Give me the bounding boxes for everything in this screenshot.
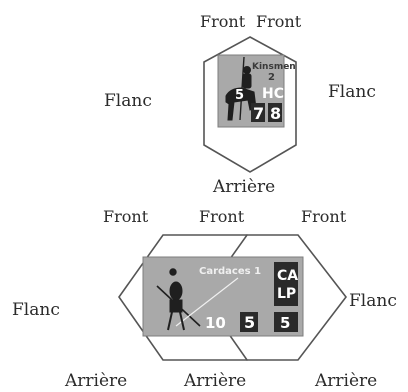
counter-value-3-box — [274, 312, 298, 332]
counter-value-2-box — [240, 312, 258, 332]
label-flank-left: Flanc — [12, 300, 60, 320]
counter-box-right — [268, 103, 282, 122]
label-front-left: Front — [103, 207, 149, 226]
label-flank-left: Flanc — [104, 91, 152, 111]
counter-value-2: 5 — [244, 313, 255, 332]
label-rear-middle: Arrière — [183, 371, 246, 391]
counter-value-3: 5 — [280, 314, 290, 332]
counter-type-line2: LP — [277, 286, 296, 302]
counter-bottom-right-value: 8 — [270, 104, 281, 123]
label-flank-right: Flanc — [349, 291, 397, 311]
counter-value: 2 — [268, 72, 275, 83]
unit-counter-kinsmen: Kinsmen 2 HC 5 7 8 — [217, 54, 296, 128]
unit-counter-cardaces: Cardaces 1 CA LP 10 5 5 — [142, 256, 304, 337]
counter-type-box — [274, 262, 298, 306]
counter-value-1: 10 — [205, 314, 226, 332]
label-front-middle: Front — [199, 207, 245, 226]
counter-name: Kinsmen — [252, 62, 296, 72]
label-rear-left: Arrière — [64, 371, 127, 391]
counter-top-left-value: 5 — [235, 88, 244, 103]
label-front-right: Front — [301, 207, 347, 226]
label-rear-right: Arrière — [314, 371, 377, 391]
counter-type-line1: CA — [277, 268, 298, 284]
counter-bottom-left-value: 7 — [253, 104, 264, 123]
label-flank-right: Flanc — [328, 82, 376, 102]
label-rear: Arrière — [212, 177, 275, 197]
counter-name: Cardaces 1 — [199, 266, 261, 277]
diagram-1: Front Front Flanc Flanc Arrière Kinsmen … — [104, 12, 376, 197]
counter-type: HC — [262, 86, 284, 102]
counter-box-left — [251, 103, 265, 122]
infantry-figure — [156, 268, 239, 331]
diagram-2: Front Front Front Flanc Flanc Arrière Ar… — [12, 207, 397, 391]
cavalry-figure — [225, 56, 257, 121]
label-front-right: Front — [256, 12, 302, 31]
label-front-left: Front — [200, 12, 246, 31]
